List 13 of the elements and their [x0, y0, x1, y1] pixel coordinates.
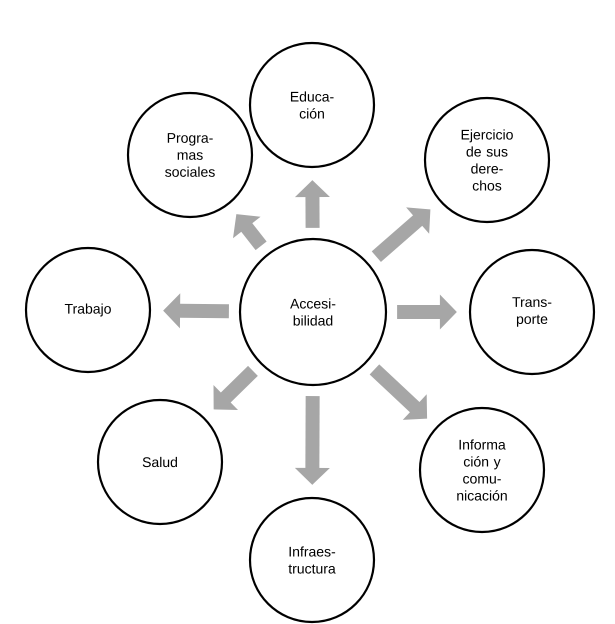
circle-node: Informa ción y comu- nicación — [418, 406, 546, 534]
circle-node: Trabajo — [24, 246, 152, 374]
block-arrow — [370, 364, 428, 420]
circle-node: Infraes- tructura — [248, 496, 376, 624]
circle-node: Educa- ción — [248, 42, 376, 168]
circle-node: Progra- mas sociales — [126, 92, 254, 218]
circle-node: Salud — [96, 398, 224, 526]
block-arrow — [372, 207, 430, 262]
circle-node: Trans- porte — [468, 248, 596, 376]
circle-node: Accesi- bilidad — [238, 238, 388, 386]
block-arrow — [214, 366, 258, 410]
block-arrow — [233, 214, 267, 250]
circle-node: Ejercicio de sus dere- chos — [424, 96, 550, 224]
